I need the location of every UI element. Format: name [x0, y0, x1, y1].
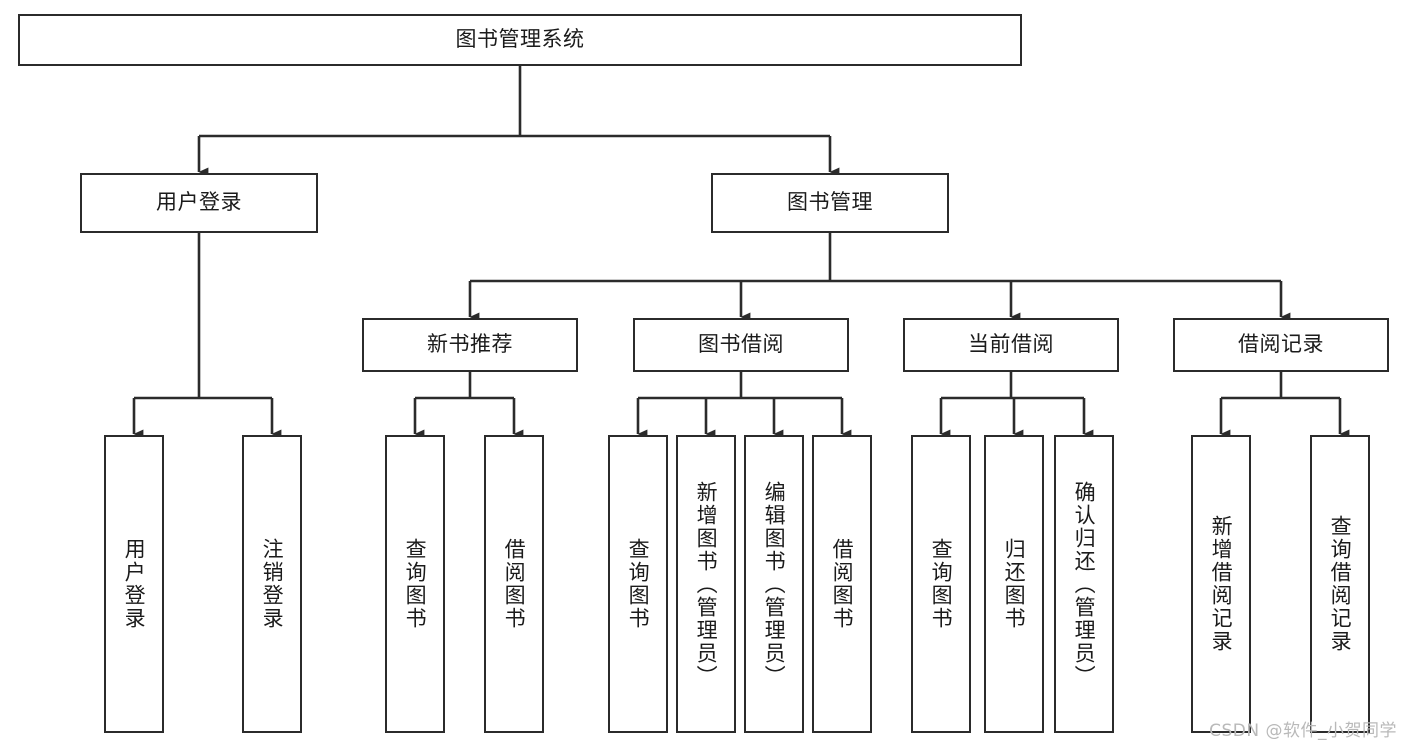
node-label: 图书管理: [787, 190, 873, 215]
node-label: 编辑图书（管理员）: [762, 480, 787, 688]
node-l3-new-book[interactable]: 新书推荐: [362, 318, 578, 372]
node-leaf-user-login[interactable]: 用户登录: [104, 435, 164, 733]
node-label: 图书借阅: [698, 332, 784, 357]
node-label: 借阅图书: [502, 538, 527, 630]
node-label: 新增借阅记录: [1209, 515, 1234, 653]
node-l3-borrow[interactable]: 图书借阅: [633, 318, 849, 372]
node-label: 新书推荐: [427, 332, 513, 357]
node-leaf-bb-borrow[interactable]: 借阅图书: [812, 435, 872, 733]
node-label: 确认归还（管理员）: [1072, 480, 1097, 688]
node-leaf-nb-query[interactable]: 查询图书: [385, 435, 445, 733]
node-leaf-nb-borrow[interactable]: 借阅图书: [484, 435, 544, 733]
node-label: 注销登录: [260, 538, 285, 630]
node-leaf-cur-return[interactable]: 归还图书: [984, 435, 1044, 733]
node-leaf-user-logout[interactable]: 注销登录: [242, 435, 302, 733]
node-leaf-rec-add[interactable]: 新增借阅记录: [1191, 435, 1251, 733]
node-label: 查询借阅记录: [1328, 515, 1353, 653]
node-label: 借阅图书: [830, 538, 855, 630]
node-label: 借阅记录: [1238, 332, 1324, 357]
node-l2-book-manage[interactable]: 图书管理: [711, 173, 949, 233]
node-label: 用户登录: [156, 190, 242, 215]
node-label: 当前借阅: [968, 332, 1054, 357]
node-root[interactable]: 图书管理系统: [18, 14, 1022, 66]
node-label: 查询图书: [403, 538, 428, 630]
node-label: 用户登录: [122, 538, 147, 630]
node-leaf-rec-query[interactable]: 查询借阅记录: [1310, 435, 1370, 733]
node-label: 图书管理系统: [455, 27, 585, 52]
node-label: 查询图书: [929, 538, 954, 630]
node-label: 归还图书: [1002, 538, 1027, 630]
node-leaf-bb-add[interactable]: 新增图书（管理员）: [676, 435, 736, 733]
node-l3-record[interactable]: 借阅记录: [1173, 318, 1389, 372]
node-l2-user-login[interactable]: 用户登录: [80, 173, 318, 233]
node-l3-current[interactable]: 当前借阅: [903, 318, 1119, 372]
node-label: 查询图书: [626, 538, 651, 630]
node-label: 新增图书（管理员）: [694, 480, 719, 688]
node-leaf-cur-confirm[interactable]: 确认归还（管理员）: [1054, 435, 1114, 733]
node-leaf-bb-query[interactable]: 查询图书: [608, 435, 668, 733]
node-leaf-bb-edit[interactable]: 编辑图书（管理员）: [744, 435, 804, 733]
node-leaf-cur-query[interactable]: 查询图书: [911, 435, 971, 733]
